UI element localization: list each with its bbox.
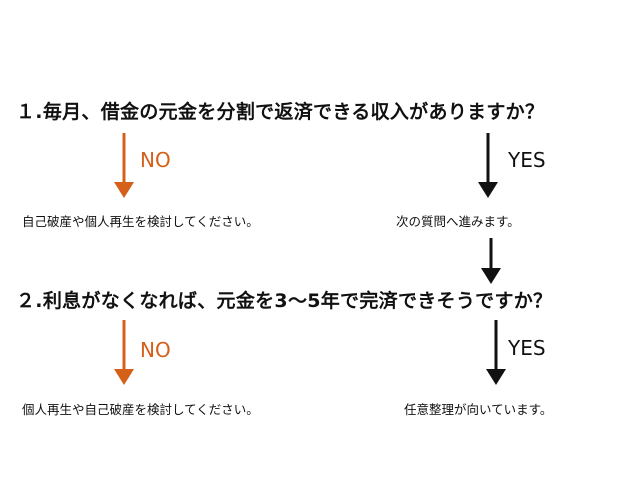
question-1: １.毎月、借金の元金を分割で返済できる収入がありますか？ <box>16 101 545 123</box>
q2-yes-arrow <box>486 320 506 385</box>
q2-no-label: NO <box>140 338 171 362</box>
q2-yes-label: YES <box>508 336 546 360</box>
q1-yes-arrow <box>478 133 498 198</box>
q2-no-arrow <box>114 320 134 385</box>
question-2: ２.利息がなくなれば、元金を3〜5年で完済できそうですか？ <box>16 290 553 312</box>
q2-yes-answer: 任意整理が向いています。 <box>404 402 553 417</box>
q1-no-label: NO <box>140 148 171 172</box>
q1-yes-label: YES <box>508 148 546 172</box>
q2-no-answer: 個人再生や自己破産を検討してください。 <box>22 402 259 417</box>
q1-no-arrow <box>114 133 134 198</box>
q1-yes-answer: 次の質問へ進みます。 <box>396 214 520 229</box>
q1-no-answer: 自己破産や個人再生を検討してください。 <box>22 214 259 229</box>
next-question-arrow <box>481 238 501 284</box>
